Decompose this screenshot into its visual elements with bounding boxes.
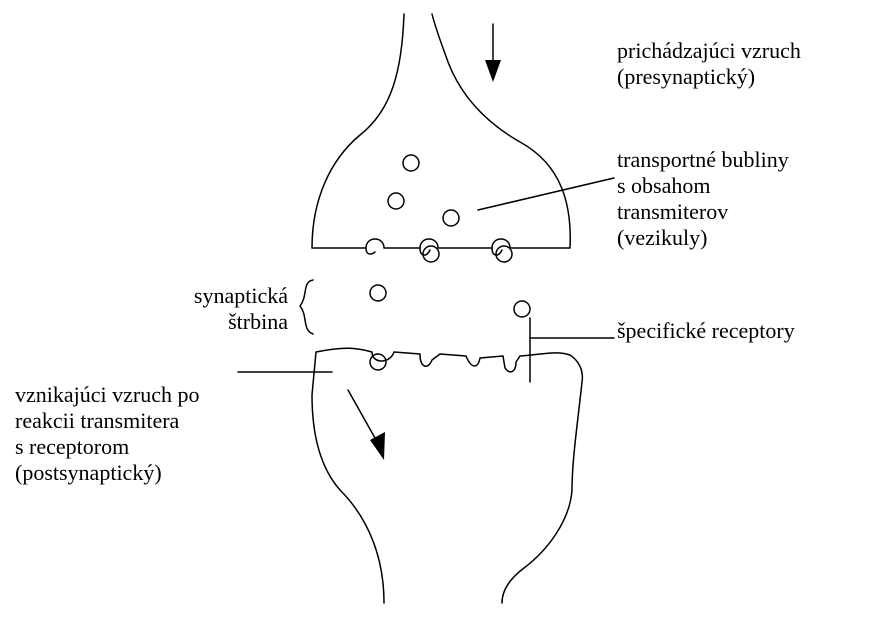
vesicles-label: transportné bubliny s obsahom transmiter… (617, 147, 789, 251)
incoming-impulse-label: prichádzajúci vzruch (presynaptický) (617, 38, 801, 90)
incoming-impulse-label-line-1: prichádzajúci vzruch (617, 38, 801, 63)
outgoing-arrow-shaft (347, 389, 376, 439)
vesicle-leader-line (477, 177, 615, 211)
presynaptic-terminal-outline (311, 13, 571, 249)
transmitter (369, 284, 387, 302)
synaptic-cleft-label-line-1: synaptická (193, 283, 288, 308)
postsynaptic-outline (311, 347, 584, 604)
incoming-impulse-label-line-2: (presynaptický) (617, 64, 756, 89)
incoming-arrow-head (485, 60, 501, 82)
transmitter (513, 300, 531, 318)
bound-transmitter (369, 353, 387, 371)
cleft-bracket (299, 279, 314, 335)
vesicle (402, 154, 420, 172)
outgoing-impulse-label-line-2: reakcii transmitera (15, 408, 180, 433)
synaptic-cleft-label: synaptická štrbina (140, 283, 288, 335)
receptors-label: špecifické receptory (617, 318, 795, 343)
release-pocket (365, 247, 376, 255)
vesicles-label-line-4: (vezikuly) (617, 225, 708, 250)
vesicles-label-line-2: s obsahom (617, 173, 711, 198)
vesicles-label-line-1: transportné bubliny (617, 147, 789, 172)
outgoing-impulse-label-line-1: vznikajúci vzruch po (15, 382, 200, 407)
outgoing-impulse-label-line-3: s receptorom (15, 434, 130, 459)
outgoing-arrow-head (370, 432, 385, 460)
synaptic-cleft-label-line-2: štrbina (228, 309, 288, 334)
vesicle (422, 245, 440, 263)
vesicle (387, 192, 405, 210)
vesicle (442, 209, 460, 227)
vesicle (495, 245, 513, 263)
outgoing-impulse-label-line-4: (postsynaptický) (15, 460, 162, 485)
outgoing-impulse-label: vznikajúci vzruch po reakcii transmitera… (15, 382, 200, 486)
vesicles-label-line-3: transmiterov (617, 199, 729, 224)
